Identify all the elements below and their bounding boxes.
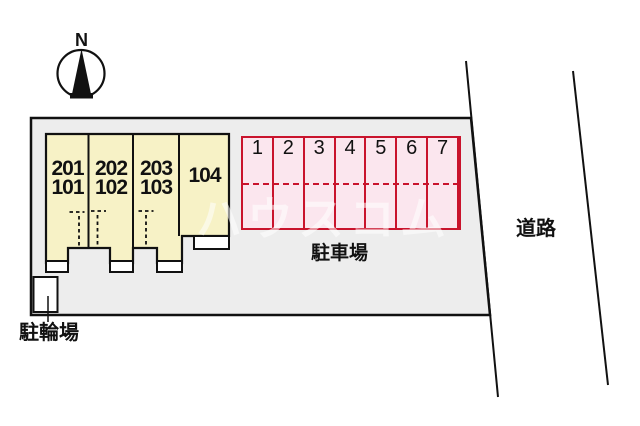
unit-number-upper: 104: [188, 164, 221, 187]
stall-number: 1: [251, 137, 263, 159]
bicycle-parking-label: 駐輪場: [19, 322, 79, 344]
stall-number: 6: [406, 137, 418, 159]
parking-area: 1 2 3 4 5 6 7: [241, 136, 461, 230]
compass-needle-base: [70, 93, 93, 99]
unit-number-upper: 202: [94, 157, 128, 180]
bicycle-parking-box: [32, 276, 59, 313]
stall-number: 2: [282, 137, 294, 159]
stall-number: 7: [437, 137, 449, 159]
parking-stall-7: 7: [428, 137, 460, 228]
road-near-edge-line: [465, 60, 499, 398]
unit-label-201-101: 201 101: [46, 157, 89, 199]
unit-label-202-102: 202 102: [89, 157, 133, 199]
parking-stall-2: 2: [274, 138, 305, 228]
stall-number: 3: [313, 137, 325, 159]
unit-number-lower: 102: [94, 175, 128, 199]
unit-number-lower: 101: [51, 175, 84, 199]
stall-number: 4: [344, 137, 356, 159]
unit-number-lower: 103: [139, 175, 173, 199]
road-label: 道路: [516, 218, 556, 240]
entrance-step-1: [45, 260, 69, 273]
entrance-step-104: [193, 235, 230, 250]
stairs-dashed-203: [138, 210, 154, 248]
compass-needle-icon: [72, 49, 91, 94]
unit-number-upper: 201: [51, 157, 84, 180]
stairs-dashed-201: [69, 211, 85, 247]
road-far-edge-line: [572, 70, 609, 386]
stall-number: 5: [375, 137, 387, 159]
unit-number-upper: 203: [139, 157, 173, 180]
entrance-step-2: [109, 260, 134, 273]
parking-stall-4: 4: [336, 138, 367, 228]
compass-north-label: N: [75, 30, 88, 50]
parking-stall-3: 3: [305, 138, 336, 228]
unit-label-104: 104: [180, 164, 229, 187]
unit-label-203-103: 203 103: [133, 157, 179, 199]
entrance-step-3: [156, 260, 183, 273]
parking-stall-1: 1: [243, 138, 274, 228]
parking-label: 駐車場: [311, 243, 369, 264]
parking-stall-5: 5: [366, 137, 398, 228]
stairs-dashed-202: [91, 210, 106, 247]
parking-stall-6: 6: [397, 137, 429, 228]
